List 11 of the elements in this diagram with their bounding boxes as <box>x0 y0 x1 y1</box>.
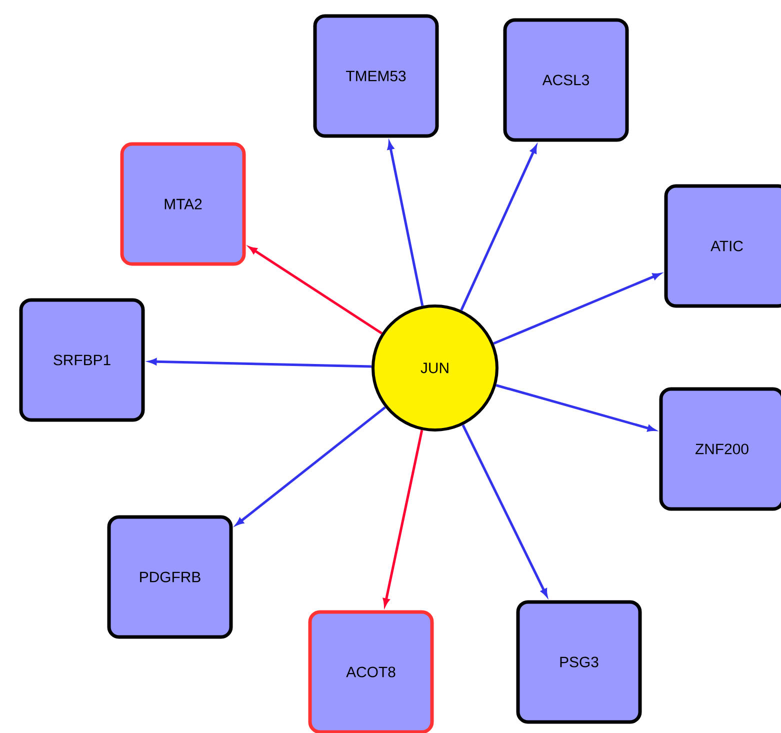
gene-box: ACOT8 <box>308 610 434 733</box>
gene-box: PSG3 <box>516 600 642 724</box>
gene-box: TMEM53 <box>313 14 439 138</box>
gene-box: ACSL3 <box>503 18 629 142</box>
gene-box: SRFBP1 <box>19 298 145 422</box>
arrow <box>236 406 386 526</box>
gene-box: ATIC <box>664 184 781 308</box>
gene-box: MTA2 <box>120 142 246 266</box>
gene-box: ZNF200 <box>659 387 781 511</box>
gene-box: PDGFRB <box>107 515 233 639</box>
arrow <box>249 246 382 334</box>
